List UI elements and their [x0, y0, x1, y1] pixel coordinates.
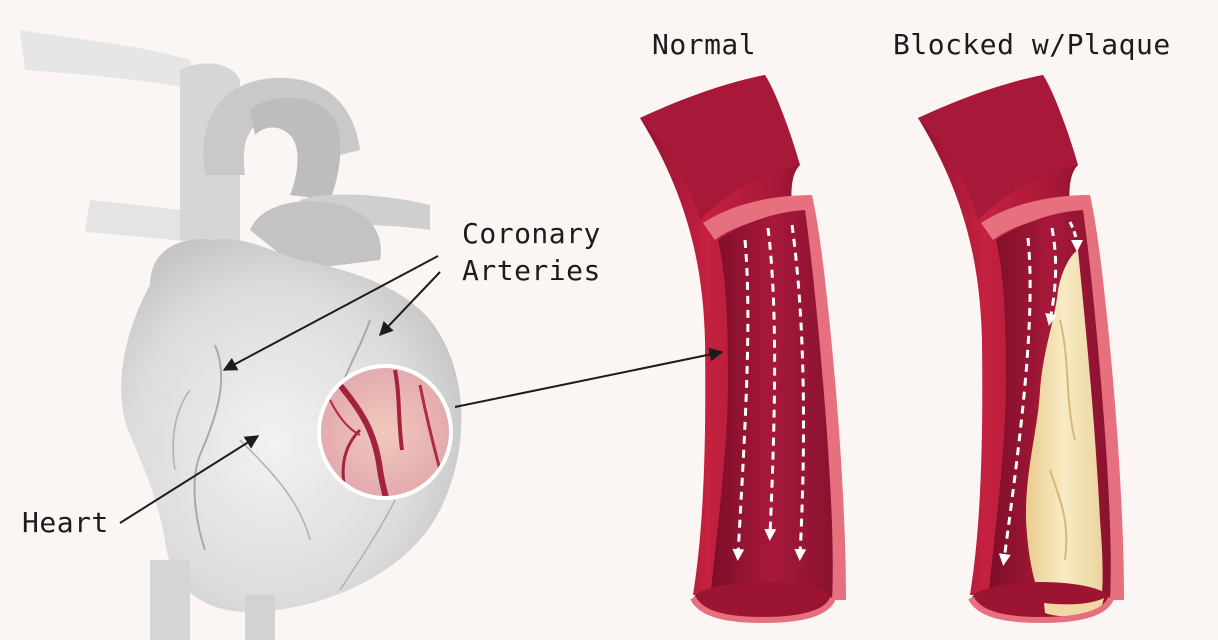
normal-label: Normal: [652, 28, 756, 61]
coronary-arteries-label: Coronary Arteries: [462, 215, 601, 289]
blocked-label: Blocked w/Plaque: [893, 28, 1171, 61]
coronary-label-line2: Arteries: [462, 252, 601, 289]
heart-label: Heart: [22, 506, 109, 539]
zoom-to-artery-arrow: [455, 352, 722, 407]
blocked-artery: [918, 75, 1124, 620]
heart-illustration: [20, 30, 461, 640]
coronary-label-line1: Coronary: [462, 215, 601, 252]
normal-artery: [640, 75, 846, 620]
